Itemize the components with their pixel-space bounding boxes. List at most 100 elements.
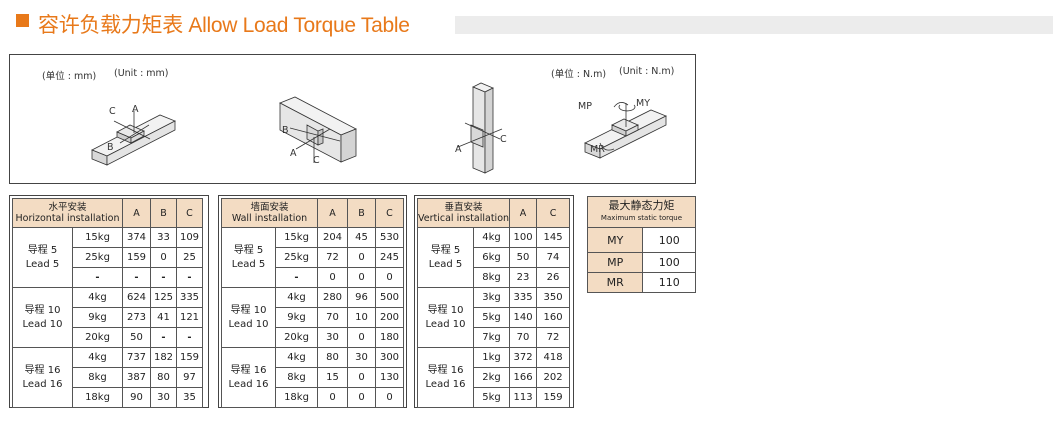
label-c-v: C <box>500 134 507 145</box>
value-cell: 100 <box>509 227 538 248</box>
title-marker <box>16 14 29 27</box>
load-cell: 20kg <box>275 327 318 348</box>
table-row: MY 100 <box>586 227 696 253</box>
moment-value: 110 <box>642 272 696 293</box>
load-cell: 3kg <box>473 287 511 308</box>
lead-en: Lead 10 <box>22 318 63 330</box>
lead-cn: 导程 5 <box>430 244 461 256</box>
value-cell: 0 <box>375 387 404 408</box>
lead-en: Lead 16 <box>22 378 63 390</box>
table-row: 2kg 166 202 <box>418 367 571 388</box>
value-cell: 140 <box>509 307 538 328</box>
value-cell: 245 <box>375 247 404 268</box>
col-header: A <box>122 198 151 228</box>
moment-label: MY <box>586 227 644 253</box>
value-cell: 0 <box>347 327 376 348</box>
value-cell: 0 <box>347 247 376 268</box>
value-cell: 202 <box>536 367 571 388</box>
horizontal-header-en: Horizontal installation <box>15 213 120 224</box>
value-cell: 30 <box>347 347 376 368</box>
value-cell: 10 <box>347 307 376 328</box>
value-cell: 200 <box>375 307 404 328</box>
label-c-w: C <box>313 155 320 166</box>
value-cell: 145 <box>536 227 571 248</box>
col-header: C <box>536 198 571 228</box>
value-cell: 372 <box>509 347 538 368</box>
table-row: MR 110 <box>586 272 696 293</box>
value-cell: 26 <box>536 267 571 288</box>
value-cell: 182 <box>150 347 177 368</box>
value-cell: 23 <box>509 267 538 288</box>
value-cell: 500 <box>375 287 404 308</box>
load-cell: 4kg <box>72 347 123 368</box>
moment-value: 100 <box>642 227 696 253</box>
load-cell: 7kg <box>473 327 511 348</box>
load-cell: 1kg <box>473 347 511 368</box>
load-cell: 4kg <box>72 287 123 308</box>
lead-cn: 导程 10 <box>427 304 464 316</box>
table-row: 9kg 70 10 200 <box>222 307 404 328</box>
value-cell: 30 <box>317 327 348 348</box>
vertical-drawing <box>457 82 503 174</box>
value-cell: 90 <box>122 387 151 408</box>
page-title: 容许负载力矩表 Allow Load Torque Table <box>38 14 410 37</box>
lead-cn: 导程 16 <box>24 364 61 376</box>
lead-cn: 导程 10 <box>24 304 61 316</box>
wall-header-en: Wall installation <box>231 213 308 224</box>
load-cell: 18kg <box>72 387 123 408</box>
load-cell: 4kg <box>275 287 318 308</box>
value-cell: 159 <box>536 387 571 408</box>
value-cell: 80 <box>150 367 177 388</box>
lead-en: Lead 5 <box>25 258 60 270</box>
load-cell: 8kg <box>72 367 123 388</box>
value-cell: 180 <box>375 327 404 348</box>
value-cell: 30 <box>150 387 177 408</box>
value-cell: 125 <box>150 287 177 308</box>
lead-en: Lead 16 <box>228 378 269 390</box>
load-cell: 8kg <box>275 367 318 388</box>
table-row: 18kg 0 0 0 <box>222 387 404 408</box>
value-cell: - <box>150 267 177 288</box>
col-header: A <box>509 198 538 228</box>
table-row: MP 100 <box>586 252 696 273</box>
value-cell: 160 <box>536 307 571 328</box>
load-cell: 6kg <box>473 247 511 268</box>
table-row: 8kg 15 0 130 <box>222 367 404 388</box>
value-cell: 50 <box>122 327 151 348</box>
lead-group: 导程 10 Lead 10 <box>12 287 73 348</box>
value-cell: 280 <box>317 287 348 308</box>
vertical-header: 垂直安装 Vertical installation <box>416 198 511 228</box>
value-cell: 300 <box>375 347 404 368</box>
lead-cn: 导程 10 <box>230 304 267 316</box>
table-row: 20kg 50 - - <box>13 327 203 348</box>
value-cell: 387 <box>122 367 151 388</box>
value-cell: 121 <box>176 307 203 328</box>
value-cell: 72 <box>536 327 571 348</box>
lead-en: Lead 16 <box>425 378 466 390</box>
value-cell: 25 <box>176 247 203 268</box>
col-header: C <box>375 198 404 228</box>
label-my: MY <box>636 98 650 109</box>
lead-cn: 导程 5 <box>27 244 58 256</box>
value-cell: 350 <box>536 287 571 308</box>
label-mr: MR <box>590 144 605 155</box>
value-cell: 166 <box>509 367 538 388</box>
value-cell: - <box>176 327 203 348</box>
vertical-header-cn: 垂直安装 <box>444 202 483 213</box>
lead-cn: 导程 5 <box>233 244 264 256</box>
load-cell: 9kg <box>72 307 123 328</box>
load-cell: 25kg <box>275 247 318 268</box>
label-mp: MP <box>578 101 592 112</box>
value-cell: 159 <box>176 347 203 368</box>
lead-en: Lead 10 <box>228 318 269 330</box>
load-cell: 18kg <box>275 387 318 408</box>
table-row: 9kg 273 41 121 <box>13 307 203 328</box>
value-cell: 109 <box>176 227 203 248</box>
wall-header: 墙面安装 Wall installation <box>221 198 318 228</box>
vertical-table-frame <box>414 195 574 408</box>
